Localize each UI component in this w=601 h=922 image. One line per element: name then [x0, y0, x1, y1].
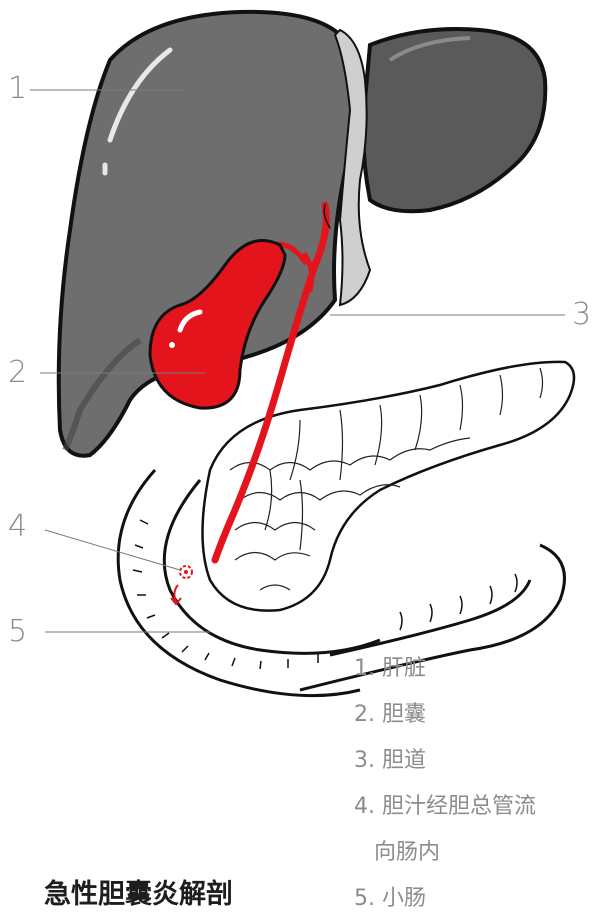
small-intestine: [116, 468, 566, 698]
duodenal-papilla: [170, 565, 193, 606]
callout-5: 5: [8, 614, 28, 649]
gallbladder: [148, 239, 287, 410]
legend-item-liver: 1. 肝脏: [354, 656, 426, 681]
callout-2: 2: [8, 355, 28, 390]
callout-4: 4: [8, 509, 28, 544]
legend: 1. 肝脏 2. 胆囊 3. 胆道 4. 胆汁经胆总管流 向肠内 5. 小肠: [354, 646, 599, 922]
legend-item-gallbladder: 2. 胆囊: [354, 702, 426, 727]
legend-item-bile-flow: 4. 胆汁经胆总管流: [354, 794, 536, 819]
liver: [56, 9, 548, 458]
callout-1: 1: [8, 71, 28, 106]
legend-item-bile-flow-cont: 向肠内: [374, 840, 441, 865]
leader-lines: [30, 89, 565, 633]
callout-3: 3: [572, 297, 592, 332]
legend-item-small-intestine: 5. 小肠: [354, 886, 426, 911]
figure-title: 急性胆囊炎解剖: [44, 879, 233, 910]
intestine-folds: [132, 519, 518, 670]
pancreas: [201, 360, 576, 612]
legend-item-bile-duct: 3. 胆道: [354, 748, 426, 773]
